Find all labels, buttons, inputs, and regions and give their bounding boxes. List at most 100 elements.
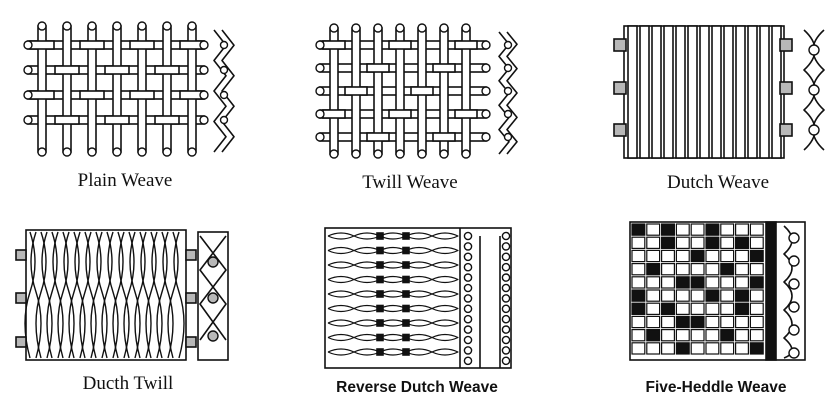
side-wire-dot xyxy=(788,324,800,336)
warp-wire xyxy=(711,25,722,159)
weft-wire xyxy=(388,109,412,119)
weft-tab xyxy=(779,123,793,137)
twisted-wire xyxy=(162,231,174,359)
warp-wire xyxy=(747,25,758,159)
weave-cell-dark xyxy=(705,223,720,236)
reverse-dutch-weave-figure xyxy=(324,227,512,369)
warp-knot xyxy=(376,304,384,313)
weave-cell-light xyxy=(734,329,749,342)
weave-cell-light xyxy=(646,342,661,355)
weave-cell-dark xyxy=(734,289,749,302)
section-dot xyxy=(463,231,473,241)
weave-cell-light xyxy=(705,315,720,329)
wire-end xyxy=(23,90,33,100)
wire-end xyxy=(162,147,172,157)
section-dot xyxy=(501,231,511,241)
weave-cell-dark xyxy=(749,276,764,289)
warp-knot xyxy=(376,348,384,356)
wire-end xyxy=(315,109,325,119)
wire-end xyxy=(315,86,325,96)
wire-end xyxy=(23,40,33,50)
wire-end xyxy=(87,21,97,31)
weave-cell-light xyxy=(631,315,646,329)
wire-end xyxy=(187,21,197,31)
weave-cell-dark xyxy=(631,289,646,302)
lens-wire xyxy=(431,319,459,327)
twisted-wire xyxy=(30,231,42,359)
wire-end xyxy=(37,21,47,31)
warp-knot xyxy=(376,290,384,298)
weave-cell-light xyxy=(690,263,705,276)
weft-tab xyxy=(15,336,27,348)
weave-cell-dark xyxy=(675,276,690,289)
weft-wire xyxy=(344,86,368,96)
weave-cell-light xyxy=(705,302,720,316)
wire-end xyxy=(162,21,172,31)
twisted-wire xyxy=(156,231,168,359)
warp-knot xyxy=(402,232,410,240)
wire-end xyxy=(417,23,427,33)
warp-wire xyxy=(112,25,122,153)
twisted-wire xyxy=(145,231,157,359)
weave-cell-dark xyxy=(631,302,646,316)
warp-knot xyxy=(402,333,410,342)
section-dot xyxy=(501,283,511,293)
weave-cell-light xyxy=(631,276,646,289)
side-wire-dot xyxy=(219,90,229,100)
weave-cell-light xyxy=(690,329,705,342)
twisted-wire xyxy=(112,231,124,359)
wire-end xyxy=(417,149,427,159)
weave-cell-light xyxy=(631,236,646,249)
wire-end xyxy=(461,23,471,33)
weave-cell-dark xyxy=(720,263,735,276)
weft-wire xyxy=(79,90,105,100)
section-dot xyxy=(501,273,511,282)
weave-cell-light xyxy=(675,329,690,342)
wire-end xyxy=(23,115,33,125)
side-wire-dot xyxy=(788,301,800,313)
wire-end xyxy=(351,23,361,33)
plain-weave-caption: Plain Weave xyxy=(77,170,173,191)
warp-knot xyxy=(402,348,410,356)
weave-cell-light xyxy=(660,263,675,276)
weave-cell-light xyxy=(646,223,661,236)
weave-cell-dark xyxy=(705,236,720,249)
weave-cell-light xyxy=(675,223,690,236)
weave-cell-light xyxy=(720,249,735,263)
wire-end xyxy=(315,40,325,50)
weave-cell-light xyxy=(675,263,690,276)
section-dot xyxy=(463,273,473,282)
weft-wire xyxy=(29,90,55,100)
lens-wire xyxy=(431,261,459,269)
twisted-wire xyxy=(52,231,64,359)
warp-knot xyxy=(402,290,410,298)
weft-wire xyxy=(154,115,180,125)
weave-cell-light xyxy=(734,263,749,276)
twisted-wire xyxy=(63,231,75,359)
section-dot xyxy=(463,325,473,334)
warp-knot xyxy=(376,232,384,240)
weave-cell-light xyxy=(734,315,749,329)
weft-wire xyxy=(454,109,478,119)
weave-cell-light xyxy=(749,329,764,342)
twisted-wire xyxy=(96,231,108,359)
weft-wire xyxy=(322,109,346,119)
weave-cell-light xyxy=(675,302,690,316)
warp-wire xyxy=(651,25,662,159)
weave-cell-dark xyxy=(660,223,675,236)
wire-end xyxy=(37,147,47,157)
weave-cell-dark xyxy=(690,249,705,263)
weave-cell-dark xyxy=(749,342,764,355)
weft-wire xyxy=(432,63,456,73)
twisted-wire xyxy=(151,231,163,359)
dutch-weave-figure xyxy=(613,25,825,159)
weave-cell-dark xyxy=(646,263,661,276)
wire-end xyxy=(199,90,209,100)
weft-wire xyxy=(388,40,412,50)
weave-cell-light xyxy=(720,236,735,249)
weave-cell-light xyxy=(749,236,764,249)
warp-wire xyxy=(735,25,746,159)
weft-tab xyxy=(15,292,27,304)
weave-cell-light xyxy=(631,342,646,355)
warp-wire xyxy=(723,25,734,159)
